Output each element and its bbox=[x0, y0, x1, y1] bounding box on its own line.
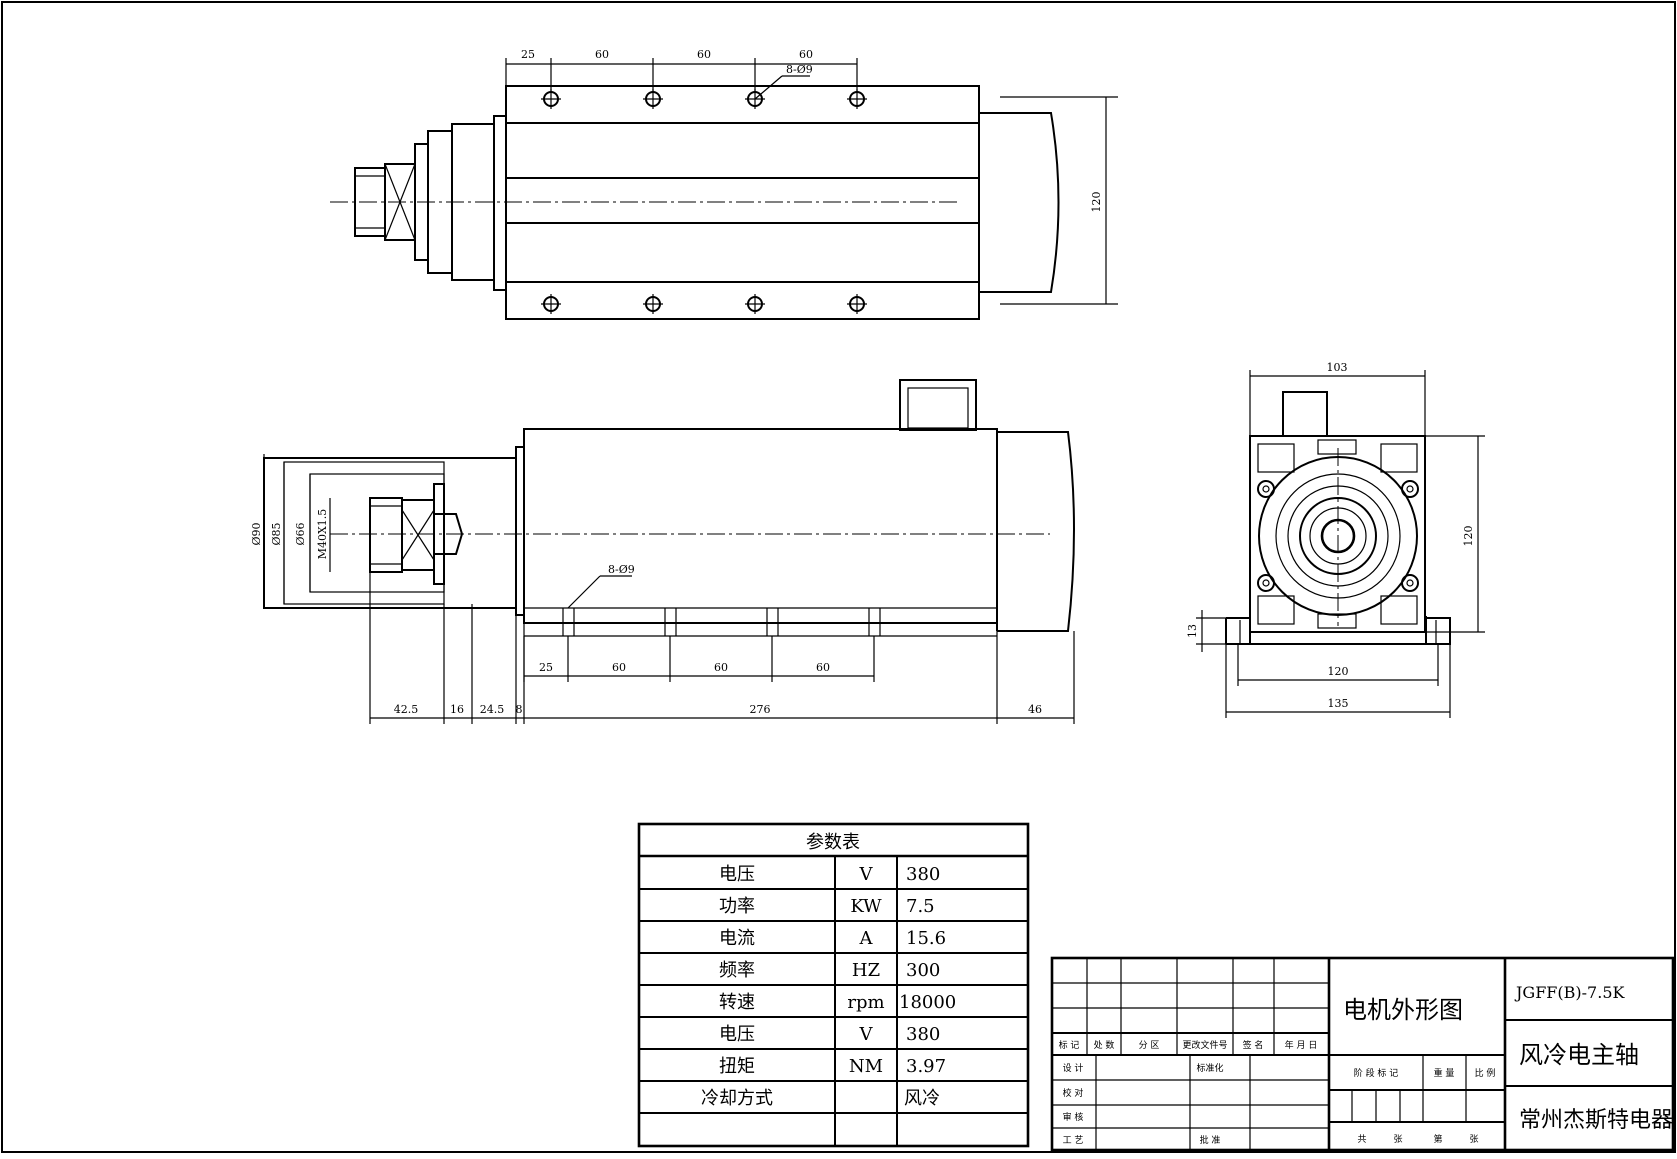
side-hole-dim-60-c: 60 bbox=[816, 661, 830, 674]
param-unit: rpm bbox=[847, 992, 884, 1013]
side-body bbox=[523, 428, 998, 624]
sign-row-label: 工 艺 bbox=[1063, 1135, 1084, 1146]
end-dim-120-right: 120 bbox=[1462, 526, 1475, 547]
standardize-label: 标准化 bbox=[1196, 1062, 1223, 1074]
param-value: 7.5 bbox=[906, 896, 935, 917]
product-name: 风冷电主轴 bbox=[1519, 1041, 1639, 1069]
side-hole-dim-25: 25 bbox=[539, 661, 553, 674]
param-table: 参数表 电压 V 380 功率 KW 7.5 电流 A 15.6 频率 HZ 3… bbox=[637, 822, 1030, 1148]
end-view: 103 120 13 120 135 bbox=[1186, 361, 1485, 718]
top-holes-upper bbox=[541, 89, 867, 109]
title-block: 标 记 处 数 分 区 更改文件号 签 名 年 月 日 设 计 校 对 审 核 … bbox=[1050, 956, 1675, 1152]
approve-label: 批 准 bbox=[1200, 1134, 1221, 1146]
param-table-title: 参数表 bbox=[806, 832, 860, 853]
top-dim-25: 25 bbox=[521, 48, 535, 61]
param-value: 18000 bbox=[899, 992, 956, 1013]
side-view: 8-Ø9 25 60 60 60 42.5 16 24.5 8 276 46 Ø… bbox=[250, 379, 1075, 724]
rev-header: 签 名 bbox=[1243, 1039, 1264, 1051]
sheet-number: 第 bbox=[1433, 1133, 1442, 1145]
param-name: 频率 bbox=[719, 960, 755, 981]
weight-label: 重 量 bbox=[1434, 1067, 1455, 1079]
side-dim-42-5: 42.5 bbox=[394, 703, 419, 716]
side-dim-46: 46 bbox=[1028, 703, 1042, 716]
param-name: 电压 bbox=[719, 864, 755, 885]
top-dim-height: 120 bbox=[1090, 192, 1103, 213]
param-value: 3.97 bbox=[906, 1056, 946, 1077]
side-holes bbox=[524, 607, 997, 637]
param-name: 电流 bbox=[719, 928, 755, 949]
side-hole-dim-60-a: 60 bbox=[612, 661, 626, 674]
param-unit: V bbox=[859, 1024, 874, 1045]
side-rear-cap bbox=[997, 431, 1075, 632]
param-value: 15.6 bbox=[906, 928, 946, 949]
side-dim-24-5: 24.5 bbox=[480, 703, 505, 716]
param-value: 380 bbox=[906, 1024, 940, 1045]
param-unit: KW bbox=[850, 896, 882, 917]
side-dim-m40: M40X1.5 bbox=[316, 509, 329, 560]
side-dim-8: 8 bbox=[516, 703, 523, 716]
param-value: 300 bbox=[906, 960, 940, 981]
drawing-title: 电机外形图 bbox=[1343, 996, 1463, 1024]
param-unit: NM bbox=[849, 1056, 883, 1077]
sign-row-label: 校 对 bbox=[1063, 1087, 1084, 1099]
company-name: 常州杰斯特电器 bbox=[1519, 1108, 1673, 1133]
top-holes-lower bbox=[541, 294, 867, 314]
scale-label: 比 例 bbox=[1475, 1067, 1496, 1079]
side-dim-d90: Ø90 bbox=[250, 522, 263, 545]
rev-header: 处 数 bbox=[1094, 1039, 1115, 1051]
top-hole-callout: 8-Ø9 bbox=[786, 63, 813, 76]
param-unit: A bbox=[859, 928, 874, 949]
sheets-unit: 张 bbox=[1469, 1134, 1478, 1145]
param-name: 转速 bbox=[719, 992, 755, 1013]
rev-header: 分 区 bbox=[1139, 1040, 1160, 1051]
top-dim-60-c: 60 bbox=[799, 48, 813, 61]
sign-row-label: 设 计 bbox=[1063, 1062, 1084, 1074]
param-value: 风冷 bbox=[904, 1088, 940, 1109]
param-name: 冷却方式 bbox=[701, 1088, 773, 1109]
side-dim-d85: Ø85 bbox=[270, 522, 283, 545]
param-name: 扭矩 bbox=[719, 1056, 755, 1077]
stage-label: 阶 段 标 记 bbox=[1354, 1067, 1399, 1079]
param-unit: V bbox=[859, 864, 874, 885]
side-hole-dim-60-b: 60 bbox=[714, 661, 728, 674]
end-dim-13: 13 bbox=[1186, 624, 1199, 638]
side-dim-d66: Ø66 bbox=[294, 522, 307, 545]
sheets-total: 共 bbox=[1357, 1134, 1366, 1145]
top-view: 25 60 60 60 8-Ø9 120 bbox=[330, 48, 1118, 320]
end-dim-103: 103 bbox=[1327, 361, 1348, 374]
param-value: 380 bbox=[906, 864, 940, 885]
param-unit: HZ bbox=[852, 960, 880, 981]
end-dim-120-base: 120 bbox=[1328, 665, 1349, 678]
top-dim-60-a: 60 bbox=[595, 48, 609, 61]
top-dim-60-b: 60 bbox=[697, 48, 711, 61]
sheets-unit: 张 bbox=[1393, 1134, 1402, 1145]
rev-header: 年 月 日 bbox=[1285, 1039, 1318, 1051]
side-hole-callout: 8-Ø9 bbox=[608, 563, 635, 576]
side-dim-16: 16 bbox=[450, 703, 464, 716]
rev-header: 标 记 bbox=[1059, 1039, 1080, 1051]
model-number: JGFF(B)-7.5K bbox=[1514, 983, 1625, 1002]
sign-row-label: 审 核 bbox=[1063, 1111, 1084, 1123]
end-dim-135: 135 bbox=[1328, 697, 1349, 710]
top-rear-cap bbox=[979, 112, 1060, 293]
rev-header: 更改文件号 bbox=[1182, 1039, 1227, 1051]
side-dim-276: 276 bbox=[750, 703, 771, 716]
param-name: 功率 bbox=[719, 896, 755, 917]
param-name: 电压 bbox=[719, 1024, 755, 1045]
